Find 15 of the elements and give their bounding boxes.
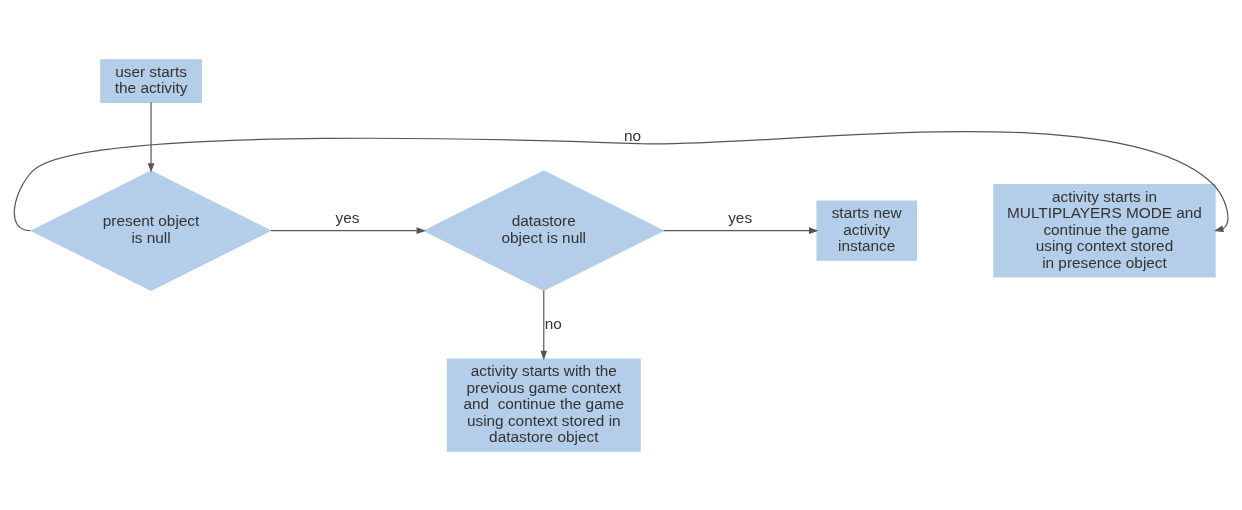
node-box: starts new activity instance	[816, 200, 917, 261]
edge-label: yes	[728, 208, 753, 226]
node-diamond: present object is null	[30, 169, 272, 291]
node-diamond: datastore object is null	[423, 169, 665, 291]
arrow	[270, 226, 426, 234]
edge-label: no	[623, 126, 642, 144]
node-box: activity starts in MULTIPLAYERS MODE and continue the game using context stored in presence object	[993, 183, 1216, 277]
edge-label: yes	[335, 208, 360, 226]
arrow	[147, 101, 155, 173]
edge-label: no	[544, 314, 562, 332]
arrow	[663, 226, 819, 234]
node-box: user starts the activity	[100, 58, 202, 103]
node-box: activity starts with the previous game context and continue the game using context stored in datastore object	[446, 357, 641, 452]
arrow	[540, 289, 548, 360]
arrow	[13, 130, 1229, 232]
